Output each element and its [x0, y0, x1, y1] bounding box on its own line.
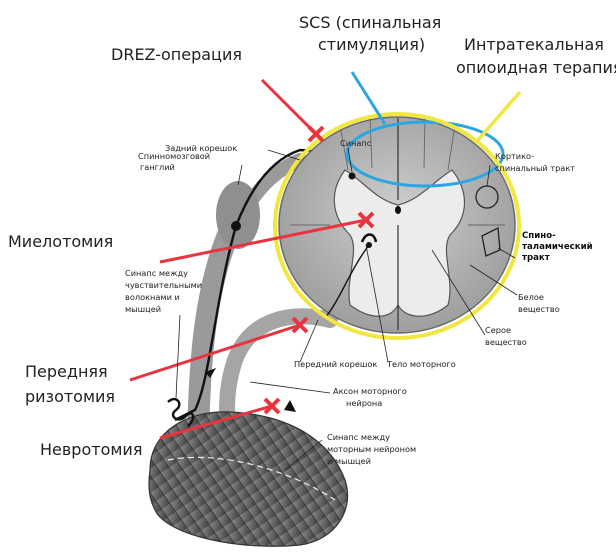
- label-gray-matter-line1: Серое: [485, 325, 511, 335]
- label-motor-axon-line1: Аксон моторного: [333, 386, 407, 396]
- label-motor-synapse-line1: Синапс между: [327, 432, 390, 442]
- label-anterior-root: Передний корешок: [294, 359, 377, 369]
- drez-marker: [262, 80, 323, 141]
- label-spinothalamic-line2: таламический: [522, 242, 593, 252]
- label-motor-body: Тело моторного: [386, 359, 456, 369]
- label-sensory-synapse-line3: волокнами и: [125, 292, 180, 302]
- label-anterior-rhizotomy-line2: ризотомия: [25, 387, 115, 406]
- label-white-matter-line2: вещество: [518, 304, 560, 314]
- label-white-matter-line1: Белое: [518, 292, 544, 302]
- anterior-rhizotomy-marker: [130, 318, 307, 380]
- label-scs-line2: стимуляция): [318, 35, 425, 54]
- label-motor-axon-line2: нейрона: [346, 398, 382, 408]
- label-sensory-synapse-line2: чувствительными: [125, 280, 202, 290]
- label-spinal-ganglion-line2: ганглий: [140, 162, 175, 172]
- label-spinothalamic-line3: тракт: [522, 253, 550, 263]
- label-anterior-rhizotomy-line1: Передняя: [25, 362, 108, 381]
- label-intrathecal-line1: Интратекальная: [464, 35, 604, 54]
- label-myelotomy: Миелотомия: [8, 232, 113, 251]
- label-drez: DREZ-операция: [111, 45, 242, 64]
- intrathecal-pointer: [478, 92, 520, 140]
- label-corticospinal-line1: Кортико-: [495, 151, 534, 161]
- label-synapse: Синапс: [340, 138, 371, 148]
- label-neurotomy: Невротомия: [40, 440, 142, 459]
- label-gray-matter-line2: вещество: [485, 337, 527, 347]
- label-spinothalamic-line1: Спино-: [522, 231, 556, 241]
- label-sensory-synapse-line4: мышцей: [125, 304, 161, 314]
- label-spinal-ganglion-line1: Спинномозговой: [138, 151, 210, 161]
- label-motor-synapse-line2: моторным нейроном: [327, 444, 416, 454]
- label-scs-line1: SCS (спинальная: [299, 13, 441, 32]
- label-intrathecal-line2: опиоидная терапия: [456, 58, 616, 77]
- dorsal-synapse: [349, 173, 356, 180]
- label-sensory-synapse-line1: Синапс между: [125, 268, 188, 278]
- label-motor-synapse-line3: и мышцей: [327, 456, 371, 466]
- central-canal: [395, 206, 401, 214]
- label-corticospinal-line2: спинальный тракт: [495, 163, 575, 173]
